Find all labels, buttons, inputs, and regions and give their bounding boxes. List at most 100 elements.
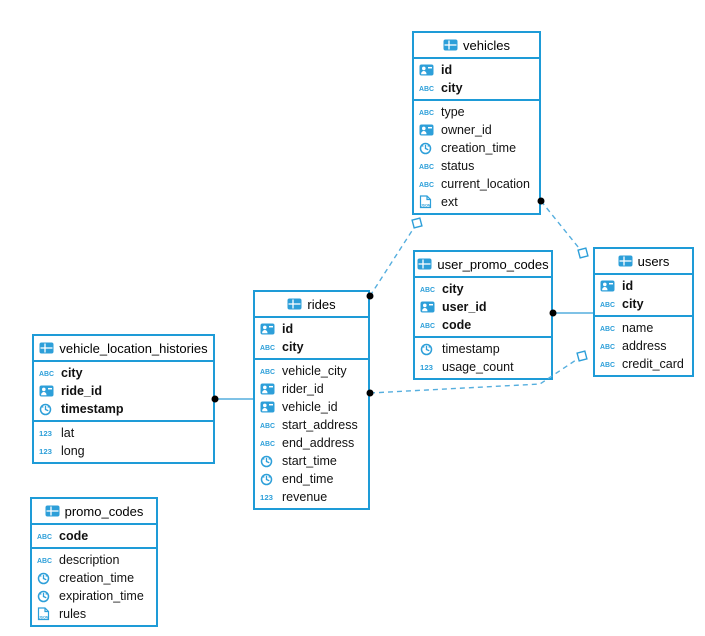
abc-text-icon: ABC [419, 179, 436, 189]
table-header[interactable]: vehicles [414, 33, 539, 59]
column-name: type [441, 105, 465, 119]
column-id[interactable]: id [414, 61, 539, 79]
abc-text-icon: ABC [419, 83, 436, 93]
column-name: start_time [282, 454, 337, 468]
abc-text-icon: ABC [420, 284, 437, 294]
json-document-icon: JSON [37, 607, 54, 621]
table-header[interactable]: vehicle_location_histories [34, 336, 213, 362]
column-name: vehicle_id [282, 400, 338, 414]
column-name: city [442, 282, 464, 296]
column-name: description [59, 553, 120, 567]
table-header[interactable]: user_promo_codes [415, 252, 551, 278]
column-name: long [61, 444, 85, 458]
svg-text:123: 123 [39, 429, 52, 438]
svg-text:123: 123 [39, 447, 52, 456]
table-title: rides [307, 296, 336, 312]
abc-text-icon: ABC [420, 320, 437, 330]
column-name: id [282, 322, 294, 336]
cardinality-diamond [411, 217, 423, 229]
svg-text:ABC: ABC [600, 300, 616, 309]
svg-text:ABC: ABC [419, 162, 435, 171]
svg-text:ABC: ABC [37, 556, 53, 565]
abc-text-icon: ABC [600, 299, 617, 309]
table-header[interactable]: rides [255, 292, 368, 318]
abc-text-icon: ABC [260, 438, 277, 448]
column-name: code [59, 529, 89, 543]
column-vehicle_id[interactable]: vehicle_id [255, 398, 368, 416]
relationship-vehicles-users[interactable] [540, 200, 584, 254]
column-name: usage_count [442, 360, 514, 374]
relationship-rides-vehicles[interactable] [369, 222, 418, 297]
column-city[interactable]: ABC city [415, 280, 551, 298]
column-name: id [441, 63, 453, 77]
column-name: creation_time [441, 141, 517, 155]
column-name: lat [61, 426, 75, 440]
table-header[interactable]: users [595, 249, 692, 275]
svg-text:ABC: ABC [419, 180, 435, 189]
column-timestamp[interactable]: timestamp [34, 400, 213, 418]
column-name: id [622, 279, 634, 293]
table-header[interactable]: promo_codes [32, 499, 156, 525]
column-start_time[interactable]: start_time [255, 452, 368, 470]
column-name: code [442, 318, 472, 332]
svg-text:123: 123 [420, 363, 433, 372]
column-creation_time[interactable]: creation_time [32, 569, 156, 587]
column-creation_time[interactable]: creation_time [414, 139, 539, 157]
column-id[interactable]: id [595, 277, 692, 295]
abc-text-icon: ABC [419, 161, 436, 171]
column-rider_id[interactable]: rider_id [255, 380, 368, 398]
table-title: promo_codes [64, 503, 144, 519]
column-name: expiration_time [59, 589, 144, 603]
abc-text-icon: ABC [39, 368, 56, 378]
column-name: timestamp [442, 342, 500, 356]
svg-text:JSON: JSON [421, 202, 431, 207]
table-title: users [637, 253, 670, 269]
svg-text:ABC: ABC [419, 84, 435, 93]
svg-text:ABC: ABC [420, 321, 436, 330]
abc-text-icon: ABC [37, 555, 54, 565]
column-code[interactable]: ABC code [415, 316, 551, 334]
table-title: user_promo_codes [437, 256, 549, 272]
column-expiration_time[interactable]: expiration_time [32, 587, 156, 605]
clock-icon [39, 403, 56, 416]
table-grid-icon [443, 39, 458, 51]
column-long[interactable]: 123 long [34, 442, 213, 460]
column-description[interactable]: ABC description [32, 551, 156, 569]
abc-text-icon: ABC [260, 342, 277, 352]
column-owner_id[interactable]: owner_id [414, 121, 539, 139]
column-end_time[interactable]: end_time [255, 470, 368, 488]
abc-text-icon: ABC [260, 366, 277, 376]
column-id[interactable]: id [255, 320, 368, 338]
column-usage_count[interactable]: 123 usage_count [415, 358, 551, 376]
column-lat[interactable]: 123 lat [34, 424, 213, 442]
column-ride_id[interactable]: ride_id [34, 382, 213, 400]
column-user_id[interactable]: user_id [415, 298, 551, 316]
column-timestamp[interactable]: timestamp [415, 340, 551, 358]
